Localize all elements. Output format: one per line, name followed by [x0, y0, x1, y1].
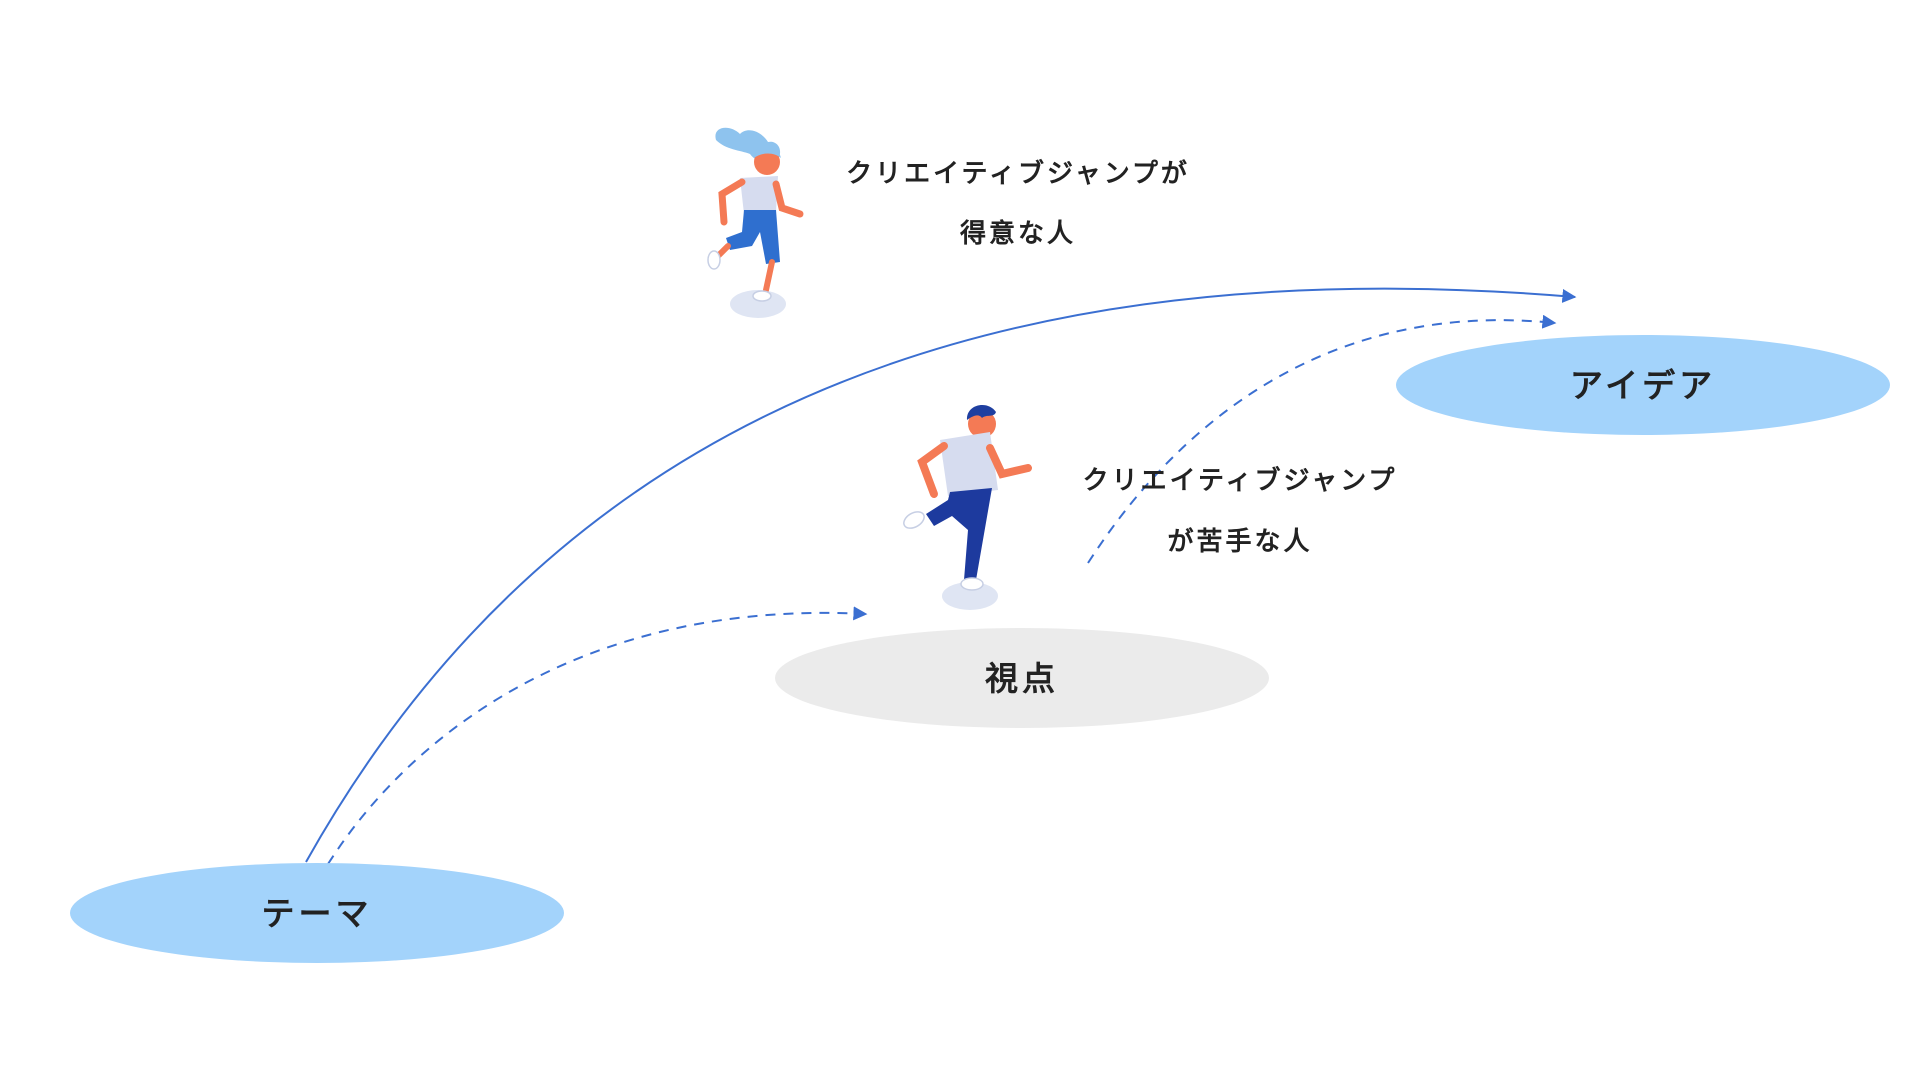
man-runner-shadow [942, 582, 998, 610]
viewpoint-node-label: 視点 [985, 659, 1059, 698]
good-jumper-caption-line1: クリエイティブジャンプが [846, 158, 1190, 189]
poor-jumper-caption-line1: クリエイティブジャンプ [1083, 465, 1398, 496]
man-runner-hair [966, 405, 996, 420]
direct-jump-arrow [305, 287, 1577, 863]
poor-jumper-caption: クリエイティブジャンプ が苦手な人 [1083, 465, 1398, 557]
woman-runner-illustration [707, 127, 804, 318]
viewpoint-to-idea-arrow [1087, 314, 1557, 564]
theme-to-viewpoint-arrow [327, 606, 868, 865]
viewpoint-node: 視点 [775, 628, 1269, 728]
man-runner-illustration [903, 405, 1032, 610]
good-jumper-caption: クリエイティブジャンプが 得意な人 [846, 158, 1190, 249]
theme-node-label: テーマ [262, 894, 373, 933]
idea-node: アイデア [1396, 335, 1890, 435]
poor-jumper-caption-line2: が苦手な人 [1167, 526, 1312, 557]
woman-runner-shadow [730, 290, 786, 318]
good-jumper-caption-line2: 得意な人 [959, 218, 1076, 249]
theme-node: テーマ [70, 863, 564, 963]
idea-node-label: アイデア [1570, 366, 1716, 405]
